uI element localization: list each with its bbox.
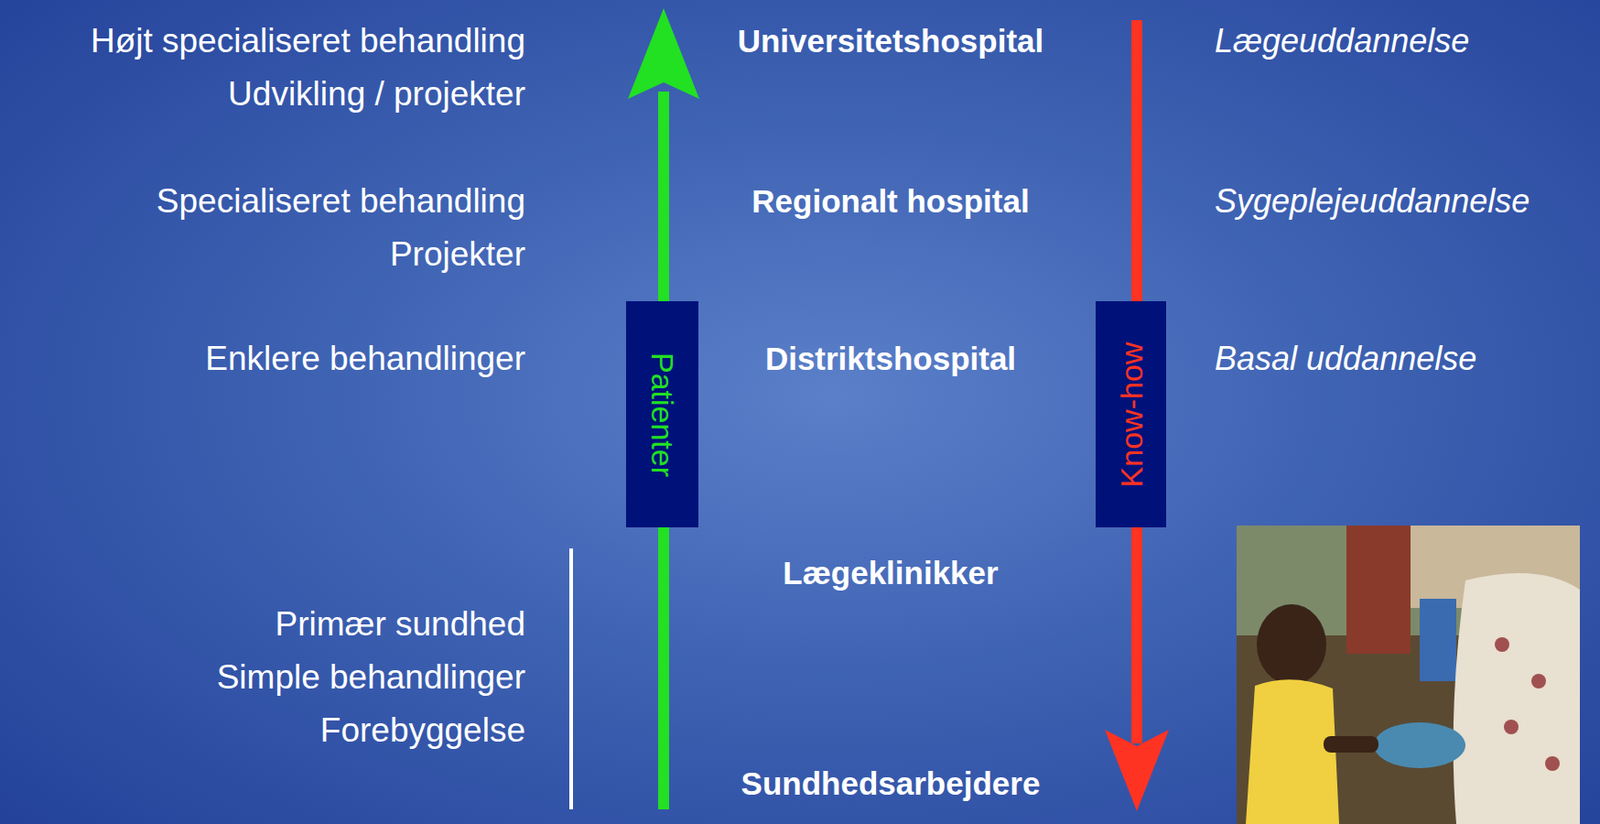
photo-ground <box>1236 525 1580 824</box>
photo-pattern <box>1503 719 1519 735</box>
patient-arrow-head <box>627 8 700 99</box>
label-box: Know-how <box>1095 301 1167 528</box>
treatment-label: Primær sundhed <box>274 605 526 645</box>
photo-child-arm <box>1323 735 1379 753</box>
photo-pattern <box>1531 673 1546 689</box>
treatment-label: Enklere behandlinger <box>205 339 526 379</box>
education-label: Sygeplejeuddannelse <box>1214 182 1530 220</box>
treatment-label: Projekter <box>389 235 526 275</box>
photo-woman <box>1453 572 1580 824</box>
arrow-label: Patienter <box>647 351 679 476</box>
level-label: Sundhedsarbejdere <box>741 765 1041 802</box>
photo-bowl <box>1373 722 1466 768</box>
arrow-label: Know-how <box>1115 341 1147 487</box>
knowhow-arrow-head <box>1104 729 1169 811</box>
village-photo <box>1236 525 1580 824</box>
level-label: Regionalt hospital <box>751 183 1029 220</box>
treatment-label: Højt specialiseret behandling <box>90 21 526 62</box>
education-label: Basal uddannelse <box>1214 339 1477 378</box>
treatment-label: Forebyggelse <box>320 711 526 751</box>
level-label: Lægeklinikker <box>782 554 998 592</box>
treatment-label: Simple behandlinger <box>216 658 526 698</box>
label-box: Patienter <box>626 301 699 528</box>
photo-pattern <box>1545 756 1560 771</box>
treatment-label: Udvikling / projekter <box>227 75 526 115</box>
photo-child-body <box>1245 679 1340 824</box>
level-label: Universitetshospital <box>737 22 1045 60</box>
photo-person-far <box>1419 598 1457 682</box>
photo-garment <box>1346 525 1411 654</box>
photo-child-head <box>1256 604 1327 685</box>
bracket-line <box>569 548 573 810</box>
photo-pattern <box>1494 637 1510 652</box>
treatment-label: Specialiseret behandling <box>156 182 526 222</box>
level-label: Distriktshospital <box>765 340 1017 378</box>
education-label: Lægeuddannelse <box>1214 21 1470 60</box>
